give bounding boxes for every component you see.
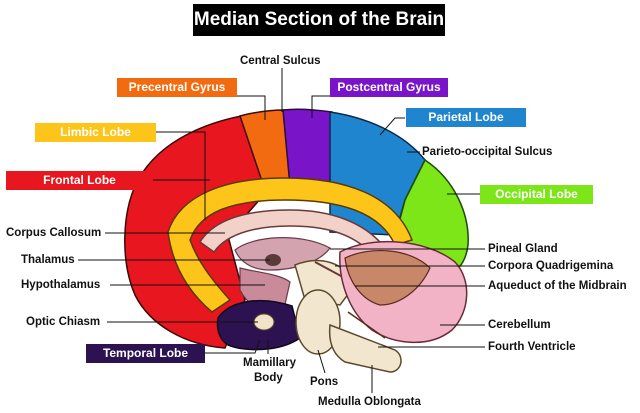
diagram-title: Median Section of the Brain (193, 4, 445, 36)
cerebrum (124, 108, 469, 351)
postcentral-gyrus-box: Postcentral Gyrus (330, 78, 448, 97)
pointer-lines (78, 68, 485, 393)
occipital-lobe-box: Occipital Lobe (480, 185, 593, 204)
pons-label: Pons (310, 376, 339, 388)
parietal-lobe-box: Parietal Lobe (406, 108, 526, 127)
cerebellum (339, 240, 468, 344)
thalamus-label: Thalamus (21, 254, 75, 266)
cerebellum-arbor (344, 249, 431, 306)
mamillary-body-label: Body (254, 372, 283, 384)
mamillary-label: Mamillary (243, 357, 297, 369)
cerebellum-label: Cerebellum (488, 319, 551, 331)
frontal-lobe-box: Frontal Lobe (6, 171, 153, 190)
aqueduct-of-midbrain-label: Aqueduct of the Midbrain (488, 280, 627, 292)
pineal-gland-label: Pineal Gland (488, 243, 558, 255)
postcentral-gyrus-region (282, 108, 333, 187)
corpora-quadrigemina-label: Corpora Quadrigemina (488, 260, 614, 272)
limbic-lobe-region (167, 177, 413, 313)
thalamus-nucleus (265, 254, 281, 266)
pons-region (295, 289, 341, 355)
optic-chiasm-label: Optic Chiasm (26, 316, 101, 328)
parieto-occipital-sulcus-label: Parieto-occipital Sulcus (422, 146, 553, 158)
hypothalamus-label: Hypothalamus (21, 279, 101, 291)
frontal-lobe-region (124, 111, 269, 349)
medulla-oblongata-label: Medulla Oblongata (318, 396, 421, 408)
fourth-ventricle-line (347, 311, 386, 339)
limbic-lobe-box: Limbic Lobe (35, 123, 156, 142)
temporal-lobe-box: Temporal Lobe (86, 344, 205, 363)
central-sulcus-label: Central Sulcus (240, 55, 321, 67)
precentral-gyrus-box: Precentral Gyrus (117, 78, 237, 97)
corpus-callosum-label: Corpus Callosum (6, 227, 102, 239)
brainstem (294, 259, 402, 373)
fourth-ventricle-label: Fourth Ventricle (488, 341, 576, 353)
medulla-region (328, 323, 402, 373)
